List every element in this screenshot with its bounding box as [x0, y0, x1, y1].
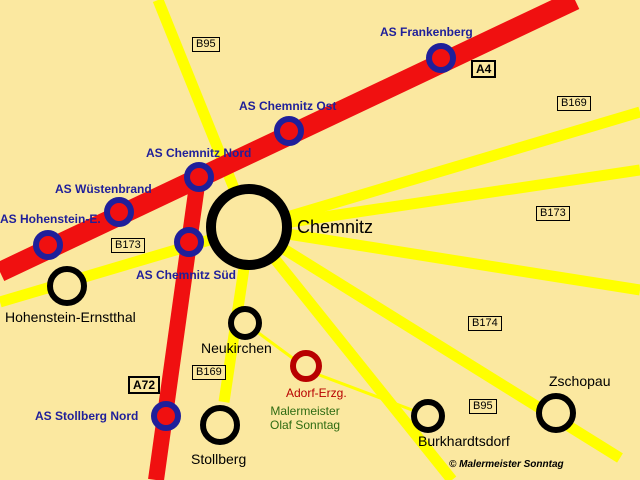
road-b95-south — [245, 224, 457, 480]
road-label-b173-east: B173 — [536, 206, 570, 221]
copyright-credit: © Malermeister Sonntag — [449, 459, 564, 470]
junction-frankenberg-marker[interactable] — [426, 43, 456, 73]
town-stollberg-marker[interactable] — [200, 405, 240, 445]
road-label-b169-northeast: B169 — [557, 96, 591, 111]
town-neukirchen-marker[interactable] — [228, 306, 262, 340]
junction-chemnitz-sued-marker[interactable] — [174, 227, 204, 257]
city-chemnitz-marker[interactable] — [206, 184, 292, 270]
motorway-a72 — [148, 176, 206, 480]
town-burkhardtsdorf-marker[interactable] — [411, 399, 445, 433]
business-name-line2: Olaf Sonntag — [270, 418, 341, 433]
business-name-line1: Malermeister — [270, 404, 340, 418]
junction-label-chemnitz-nord: AS Chemnitz Nord — [146, 146, 252, 160]
junction-hohenstein-marker[interactable] — [33, 230, 63, 260]
business-name: Malermeister Olaf Sonntag — [270, 404, 340, 433]
town-label-stollberg: Stollberg — [191, 451, 247, 467]
junction-label-stollberg-nord: AS Stollberg Nord — [35, 409, 139, 423]
town-label-neukirchen: Neukirchen — [201, 340, 272, 356]
highway-label-a72: A72 — [128, 376, 161, 394]
junction-chemnitz-ost-marker[interactable] — [274, 116, 304, 146]
junction-label-hohenstein: AS Hohenstein-E. — [0, 212, 101, 226]
business-location-marker[interactable] — [290, 350, 322, 382]
road-label-b173-west: B173 — [111, 238, 145, 253]
city-label-chemnitz: Chemnitz — [297, 217, 374, 237]
road-label-b169-south: B169 — [192, 365, 226, 380]
junction-wuestenbrand-marker[interactable] — [104, 197, 134, 227]
business-place-label: Adorf-Erzg. — [286, 386, 347, 400]
junction-label-chemnitz-ost: AS Chemnitz Ost — [239, 99, 337, 113]
town-label-burkhardtsdorf: Burkhardtsdorf — [418, 433, 510, 449]
junction-label-wuestenbrand: AS Wüstenbrand — [55, 182, 152, 196]
road-label-b174: B174 — [468, 316, 502, 331]
town-label-hohenstein: Hohenstein-Ernstthal — [5, 309, 136, 325]
junction-label-frankenberg: AS Frankenberg — [380, 25, 473, 39]
junction-chemnitz-nord-marker[interactable] — [184, 162, 214, 192]
junction-label-chemnitz-sued: AS Chemnitz Süd — [136, 268, 237, 282]
junction-stollberg-nord-marker[interactable] — [151, 401, 181, 431]
road-adorf-link — [305, 368, 429, 418]
road-b169-northeast — [248, 106, 640, 234]
town-label-zschopau: Zschopau — [549, 373, 611, 389]
town-zschopau-marker[interactable] — [536, 393, 576, 433]
road-b173-east — [249, 164, 640, 234]
town-hohenstein-marker[interactable] — [47, 266, 87, 306]
road-b174-southeast — [249, 222, 640, 296]
road-label-b95-north: B95 — [192, 37, 220, 52]
highway-label-a4: A4 — [471, 60, 497, 78]
road-label-b95-south: B95 — [469, 399, 497, 414]
